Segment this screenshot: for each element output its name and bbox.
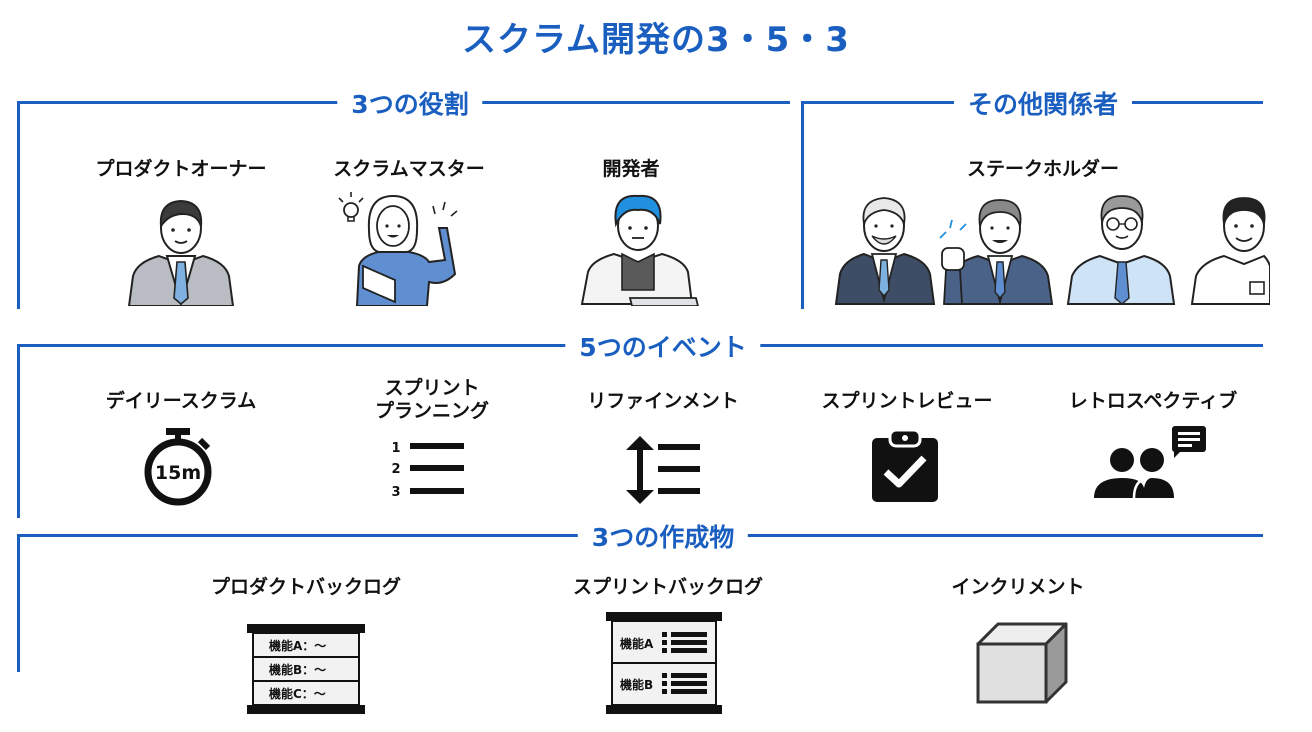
numbered-list-icon: 1 2 3 [391, 441, 464, 500]
cube-icon [976, 622, 1068, 704]
page-title: スクラム開発の3・5・3 [462, 20, 850, 60]
developer-person-icon [580, 194, 699, 306]
backlog-row-c: 機能C：〜 [269, 686, 326, 701]
roles-left-border [17, 101, 20, 309]
event-label-sprint-review: スプリントレビュー [821, 390, 993, 412]
events-left-border [17, 344, 20, 518]
artifacts-left-border [17, 534, 20, 672]
sprint-backlog-row-a: 機能A [620, 636, 654, 651]
artifacts-section-title: 3つの作成物 [577, 518, 749, 554]
role-label-scrum-master: スクラムマスター [333, 158, 485, 180]
event-label-sprint-planning-line1: スプリント [384, 377, 480, 399]
sprint-backlog-icon: 機能A 機能B [606, 612, 722, 714]
event-label-daily-scrum: デイリースクラム [105, 390, 257, 412]
stopwatch-icon: 15m [144, 428, 212, 506]
event-label-retrospective: レトロスペクティブ [1068, 390, 1238, 412]
event-label-sprint-planning-line2: プランニング [374, 400, 490, 422]
backlog-row-b: 機能B：〜 [269, 662, 326, 677]
roles-section-title: 3つの役割 [337, 85, 483, 121]
events-section-title: 5つのイベント [565, 328, 761, 364]
artifact-label-sprint-backlog: スプリントバックログ [572, 576, 764, 598]
list-number-3: 3 [391, 485, 400, 500]
stakeholder-fist [939, 199, 1054, 306]
artifact-label-increment: インクリメント [951, 576, 1085, 598]
others-left-border [801, 101, 804, 309]
scrum-master-person-icon [338, 192, 458, 306]
backlog-stack-icon: 機能A：〜 機能B：〜 機能C：〜 [247, 624, 365, 714]
stakeholder-worker [1190, 197, 1270, 305]
stakeholders-group-icon [834, 195, 1270, 306]
reorder-list-icon [626, 436, 700, 504]
stakeholder-label: ステークホルダー [966, 158, 1120, 180]
product-owner-person-icon [127, 199, 235, 306]
list-number-1: 1 [391, 441, 400, 456]
clipboard-check-icon [872, 428, 938, 502]
team-chat-icon [1094, 426, 1206, 499]
stakeholder-elder [834, 197, 936, 305]
sprint-backlog-row-b: 機能B [620, 677, 653, 692]
others-section-title: その他関係者 [953, 85, 1133, 121]
role-label-product-owner: プロダクトオーナー [95, 158, 267, 180]
backlog-row-a: 機能A：〜 [269, 638, 326, 653]
event-label-refinement: リファインメント [587, 390, 739, 412]
stopwatch-badge-text: 15m [155, 462, 201, 484]
list-number-2: 2 [391, 462, 400, 477]
role-label-developer: 開発者 [602, 158, 660, 180]
stakeholder-glasses [1066, 195, 1176, 305]
artifact-label-product-backlog: プロダクトバックログ [210, 576, 402, 598]
